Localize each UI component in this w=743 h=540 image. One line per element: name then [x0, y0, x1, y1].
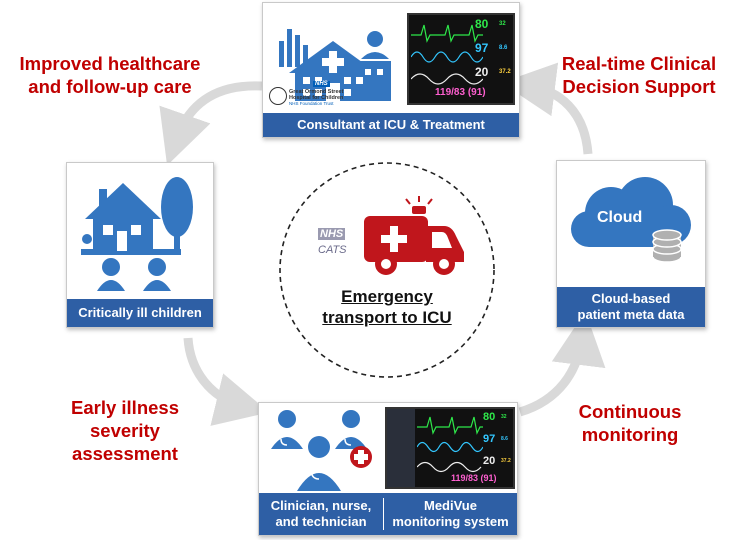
arrow-bottom-to-right [518, 311, 606, 417]
patient-monitor-top: 80 97 20 32 8.6 37.2 119/83 (91) [407, 13, 515, 105]
hospital-name-2: Hospital for Children [289, 95, 344, 101]
arrow-top-to-left [159, 81, 263, 166]
hospital-logo-face-icon [269, 87, 287, 105]
center-dashed-circle [279, 162, 495, 378]
resp-value: 20 [483, 455, 496, 467]
label-medivue: MediVue monitoring system [384, 498, 517, 530]
label-line: and technician [275, 514, 367, 529]
hospital-logo: NHS Great Ormond Street Hospital for Chi… [269, 81, 351, 109]
caption-line: Real-time Clinical [561, 53, 717, 74]
label-line: monitoring system [392, 514, 509, 529]
bp-value: 119/83 (91) [451, 473, 497, 483]
hr-value: 80 [475, 17, 489, 31]
card-cloud-data: Cloud Cloud-based patient meta data [556, 160, 706, 328]
label-cloud-data: Cloud-based patient meta data [557, 287, 705, 327]
label-line: Clinician, nurse, [270, 498, 372, 513]
arrow-right-to-top [501, 62, 593, 155]
hospital-trust: NHS Foundation Trust [289, 101, 334, 106]
spo2-value: 97 [483, 433, 496, 445]
label-line: MediVue [424, 498, 477, 513]
cats-text: CATS [318, 244, 347, 256]
card-critically-ill-children: Critically ill children [66, 162, 214, 328]
house-children-icon [81, 177, 193, 291]
arrow-left-to-bottom [183, 337, 270, 426]
side-value-2: 8.6 [501, 436, 508, 442]
label-critically-ill: Critically ill children [67, 299, 213, 327]
hr-value: 80 [483, 411, 496, 423]
label-clinician: Clinician, nurse, and technician [259, 498, 384, 530]
caption-line: severity [90, 420, 160, 441]
side-value-3: 37.2 [499, 69, 511, 75]
caption-line: Continuous [578, 401, 682, 422]
spo2-value: 97 [475, 41, 489, 55]
ambulance-icon [364, 196, 464, 275]
nhs-cats-logo: NHS CATS [318, 224, 358, 256]
medivue-monitor: 80 97 20 32 8.6 37.2 119/83 (91) [385, 407, 515, 489]
card-clinician-medivue: 80 97 20 32 8.6 37.2 119/83 (91) Clinici… [258, 402, 518, 536]
caption-early-illness: Early illness severity assessment [50, 396, 200, 465]
label-line: patient meta data [577, 307, 685, 322]
waveforms [411, 24, 483, 85]
cloud-database-icon [571, 177, 691, 263]
caption-line: Early illness [71, 397, 179, 418]
caption-line: monitoring [581, 424, 679, 445]
caption-line: assessment [72, 443, 178, 464]
nhs-badge: NHS [313, 81, 330, 87]
center-title: Emergency transport to ICU [292, 286, 482, 328]
side-value-3: 37.2 [501, 458, 511, 464]
resp-value: 20 [475, 65, 489, 79]
hospital-icon [279, 29, 391, 101]
bp-value: 119/83 (91) [435, 87, 486, 98]
caption-line: and follow-up care [28, 76, 192, 97]
monitor-sidebar [387, 409, 415, 487]
caption-line: Improved healthcare [19, 53, 201, 74]
label-bottom-bar: Clinician, nurse, and technician MediVue… [259, 493, 517, 535]
caption-line: Decision Support [562, 76, 716, 97]
title-line: transport to ICU [322, 308, 452, 327]
cloud-text: Cloud [597, 209, 643, 226]
nhs-text: NHS [318, 228, 346, 240]
hospital-name-1: Great Ormond Street [289, 89, 344, 95]
side-value-2: 8.6 [499, 45, 508, 51]
label-line: Cloud-based [591, 291, 671, 306]
side-value-1: 32 [499, 21, 506, 27]
label-consultant-icu: Consultant at ICU & Treatment [263, 113, 519, 137]
caption-improved-healthcare: Improved healthcare and follow-up care [10, 52, 210, 98]
clinicians-icon [271, 410, 372, 491]
title-line: Emergency [341, 287, 433, 306]
waveforms [417, 416, 483, 473]
caption-realtime-support: Real-time Clinical Decision Support [544, 52, 734, 98]
side-value-1: 32 [501, 414, 507, 420]
caption-continuous-monitoring: Continuous monitoring [555, 400, 705, 446]
card-consultant-icu: NHS Great Ormond Street Hospital for Chi… [262, 2, 520, 138]
